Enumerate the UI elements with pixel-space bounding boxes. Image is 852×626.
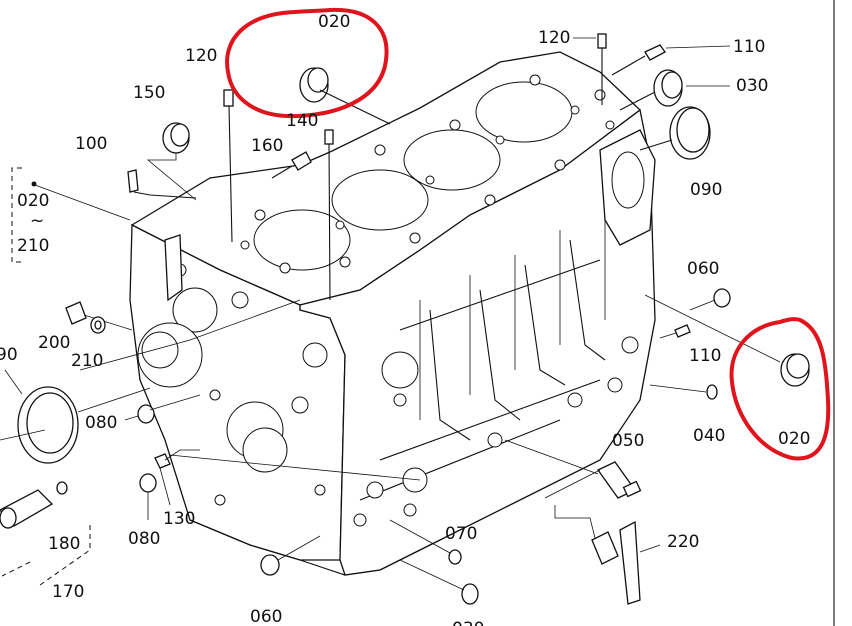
label-090: 090 bbox=[690, 180, 722, 200]
label-100: 100 bbox=[75, 134, 107, 154]
range-dot bbox=[31, 181, 37, 187]
label-110-top: 110 bbox=[733, 37, 765, 57]
label-060-right: 060 bbox=[687, 259, 719, 279]
assembly-170 bbox=[0, 489, 91, 586]
label-090-edge: 90 bbox=[0, 345, 18, 365]
label-020-right: 020 bbox=[778, 429, 810, 449]
part-180 bbox=[56, 481, 68, 495]
pin-120-left bbox=[223, 89, 234, 243]
label-050: 050 bbox=[612, 431, 644, 451]
label-080-low: 080 bbox=[128, 529, 160, 549]
washer-210 bbox=[90, 316, 106, 334]
dowel-110-right bbox=[659, 324, 691, 339]
oil-seal-090 bbox=[0, 369, 151, 464]
leader-lines bbox=[34, 184, 601, 499]
label-150: 150 bbox=[133, 83, 165, 103]
label-range-end: 210 bbox=[17, 236, 49, 256]
label-170: 170 bbox=[52, 582, 84, 602]
pipe-100 bbox=[127, 169, 197, 199]
label-160: 160 bbox=[251, 136, 283, 156]
label-110-right: 110 bbox=[689, 346, 721, 366]
label-030: 030 bbox=[736, 76, 768, 96]
plug-080-low bbox=[139, 473, 157, 520]
label-210: 210 bbox=[71, 351, 103, 371]
label-130: 130 bbox=[163, 509, 195, 529]
label-120-right: 120 bbox=[538, 28, 570, 48]
cylinder-block bbox=[129, 51, 656, 576]
label-220: 220 bbox=[667, 532, 699, 552]
highlight-circle-right bbox=[729, 317, 831, 461]
plug-030 bbox=[619, 69, 683, 111]
fitting-050 bbox=[504, 439, 642, 499]
label-040: 040 bbox=[693, 426, 725, 446]
bolt-160 bbox=[271, 151, 312, 179]
label-range-tilde: ~ bbox=[30, 211, 44, 231]
range-bracket bbox=[11, 167, 22, 263]
pin-120-right bbox=[597, 33, 607, 105]
plug-080-mid bbox=[124, 404, 155, 424]
drain-cock-220 bbox=[554, 505, 661, 605]
highlight-circle-top bbox=[225, 7, 389, 119]
plug-020-right bbox=[644, 294, 810, 387]
plug-020-top bbox=[299, 67, 391, 125]
label-200: 200 bbox=[38, 333, 70, 353]
dowel-110-top bbox=[611, 44, 666, 76]
plug-040 bbox=[649, 384, 718, 400]
label-180: 180 bbox=[48, 534, 80, 554]
cover-090 bbox=[639, 106, 711, 160]
plug-060-right bbox=[689, 288, 731, 311]
label-080-mid: 080 bbox=[85, 413, 117, 433]
label-140: 140 bbox=[286, 111, 318, 131]
plug-030-bottom bbox=[399, 559, 479, 605]
bolt-200 bbox=[65, 301, 133, 331]
pipe-130 bbox=[154, 449, 200, 506]
plug-150 bbox=[146, 122, 197, 201]
plug-070 bbox=[389, 519, 462, 565]
label-060-bottom: 060 bbox=[250, 607, 282, 626]
label-120-left: 120 bbox=[185, 46, 217, 66]
label-070: 070 bbox=[445, 524, 477, 544]
label-range-start: 020 bbox=[17, 191, 49, 211]
pin-140 bbox=[324, 129, 334, 301]
plug-060-bottom bbox=[260, 535, 321, 576]
label-020-top: 020 bbox=[318, 12, 350, 32]
label-030-bottom: 030 bbox=[452, 619, 484, 626]
